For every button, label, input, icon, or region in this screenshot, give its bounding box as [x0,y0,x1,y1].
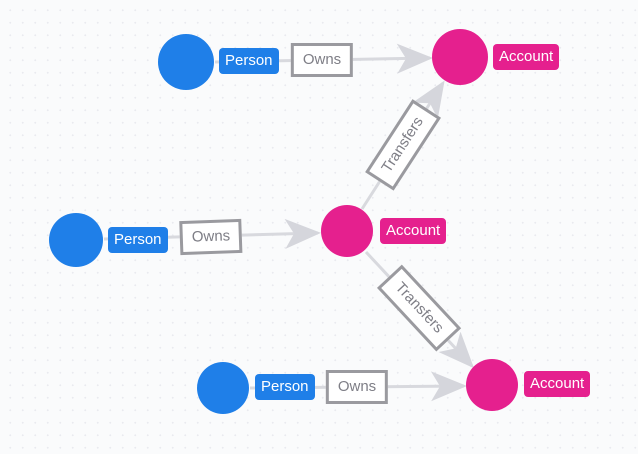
relationship-label-edge-owns-1[interactable]: Owns [290,43,354,77]
relationship-label-edge-transfers-1[interactable]: Transfers [365,99,441,191]
node-label-person-3: Person [255,374,315,400]
graph-node-person-3[interactable] [197,362,249,414]
node-label-person-1: Person [219,48,279,74]
node-label-person-2: Person [108,227,168,253]
graph-node-account-3[interactable] [466,359,518,411]
graph-node-account-1[interactable] [432,29,488,85]
node-label-account-2: Account [380,218,447,244]
graph-node-person-1[interactable] [158,34,214,90]
graph-node-account-2[interactable] [321,205,373,257]
relationship-label-edge-transfers-2[interactable]: Transfers [376,264,462,352]
graph-node-person-2[interactable] [49,213,103,267]
node-label-account-3: Account [524,371,591,397]
node-label-account-1: Account [493,44,560,70]
relationship-label-edge-owns-3[interactable]: Owns [325,370,389,404]
relationship-label-edge-owns-2[interactable]: Owns [179,218,243,256]
